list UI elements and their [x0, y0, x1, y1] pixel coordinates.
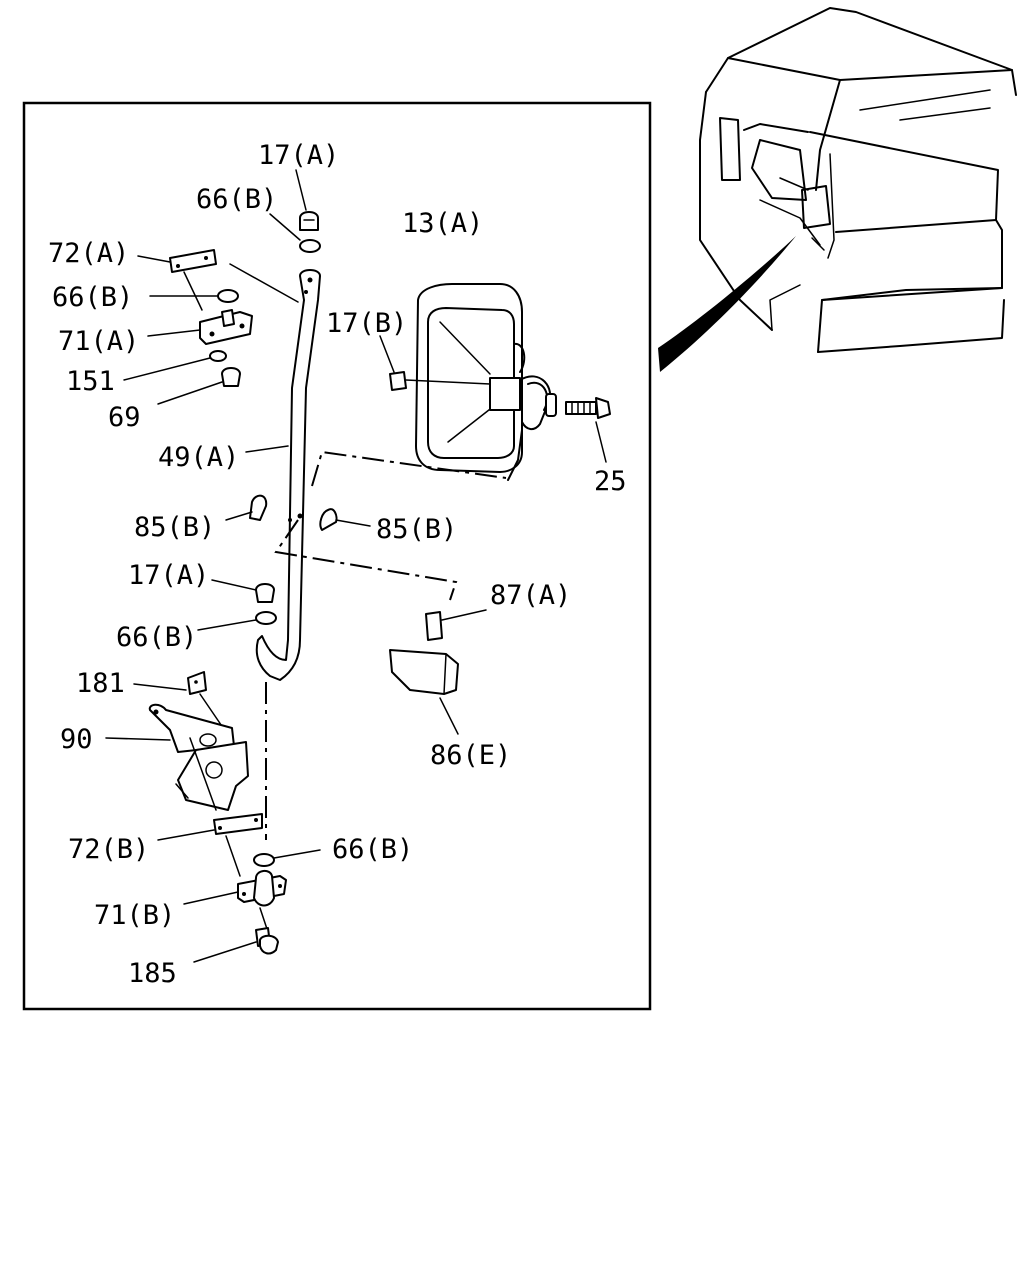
part-151: [123, 350, 227, 381]
part-49a-arm: [229, 263, 321, 681]
part-85b-left: [225, 494, 268, 521]
label-72b: 72(B): [68, 834, 149, 865]
part-69: [157, 367, 241, 405]
part-71a: [147, 309, 253, 345]
part-181: [133, 671, 231, 739]
vehicle-overview: [658, 7, 1017, 372]
label-151: 151: [66, 366, 115, 397]
label-66b-top: 66(B): [196, 184, 277, 215]
part-66b-bottom: [253, 849, 321, 867]
label-17a-top: 17(A): [258, 140, 339, 171]
label-66b-mid: 66(B): [116, 622, 197, 653]
diagram-frame: [22, 101, 652, 1011]
pointer-wedge: [658, 236, 796, 372]
part-85b-right: [319, 508, 371, 531]
part-17a-mid: [197, 579, 277, 631]
label-185: 185: [128, 958, 177, 989]
label-85b-right: 85(B): [376, 514, 457, 545]
part-66b-left: [149, 289, 239, 303]
part-185: [193, 927, 279, 963]
label-66b-left: 66(B): [52, 282, 133, 313]
label-181: 181: [76, 668, 125, 699]
label-69: 69: [108, 402, 141, 433]
label-71b: 71(B): [94, 900, 175, 931]
label-85b-left: 85(B): [134, 512, 215, 543]
label-72a: 72(A): [48, 238, 129, 269]
part-86e: [389, 649, 459, 735]
part-17a-top: [269, 169, 321, 253]
part-87a: [425, 609, 487, 641]
label-13a: 13(A): [402, 208, 483, 239]
part-71b: [183, 870, 287, 933]
label-71a: 71(A): [58, 326, 139, 357]
part-72a: [137, 249, 217, 311]
label-25: 25: [594, 466, 627, 497]
label-17b: 17(B): [326, 308, 407, 339]
part-25-bolt: [565, 397, 611, 463]
mirror-13a: [415, 283, 557, 481]
part-17b: [379, 335, 491, 391]
label-87a: 87(A): [490, 580, 571, 611]
part-72b: [157, 813, 263, 877]
label-86e: 86(E): [430, 740, 511, 771]
label-66b-bottom: 66(B): [332, 834, 413, 865]
label-17a-mid: 17(A): [128, 560, 209, 591]
label-49a: 49(A): [158, 442, 239, 473]
part-90: [105, 703, 249, 811]
label-90: 90: [60, 724, 93, 755]
